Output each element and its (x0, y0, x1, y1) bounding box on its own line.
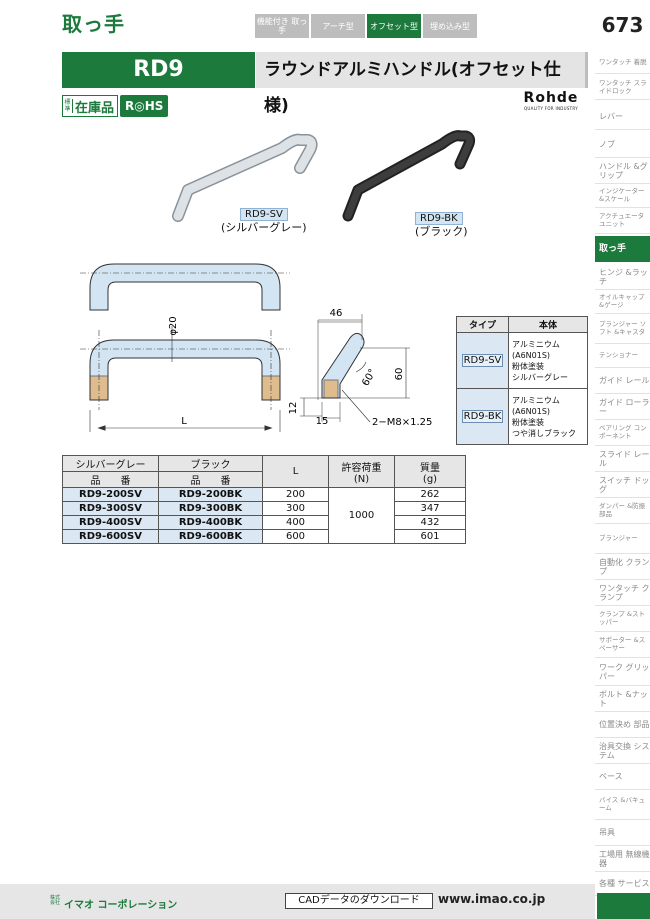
silver-code-label: RD9-SV (240, 202, 288, 221)
sidebar-item-bearing[interactable]: ベアリング コンポーネント (595, 420, 650, 446)
sidebar-item-slide-rail[interactable]: スライド レール (595, 446, 650, 472)
type-code: RD9-BK (461, 410, 504, 423)
sidebar-item-vise[interactable]: バイス &バキューム (595, 790, 650, 820)
sidebar-item-lifting[interactable]: 吊具 (595, 820, 650, 846)
sidebar-item-supporter[interactable]: サポーター &スペーサー (595, 632, 650, 658)
load-header: 許容荷重 (N) (328, 455, 395, 488)
rohs-badge: R◎HS (120, 95, 169, 117)
sidebar-item-clamp-stopper[interactable]: クランプ &ストッパー (595, 606, 650, 632)
L-header: L (262, 455, 329, 488)
sidebar-item-indicator[interactable]: インジケーター &スケール (595, 184, 650, 208)
table-row: RD9-200SV RD9-200BK 200 1000 262 (62, 487, 466, 544)
silver-header: シルバーグレー (62, 455, 159, 472)
dim-12: 12 (288, 402, 299, 415)
sidebar-item-actuator[interactable]: アクチュエータ ユニット (595, 208, 650, 234)
type-table-header: タイプ 本体 (456, 316, 588, 333)
silver-handle-image (172, 133, 318, 222)
sidebar-item-handles[interactable]: 取っ手 (595, 236, 650, 262)
sidebar-item-oilcap[interactable]: オイルキャップ &ゲージ (595, 290, 650, 314)
side-view (300, 314, 410, 423)
type-row-black: RD9-BK アルミニウム (A6N01S) 粉体塗装 つや消しブラック (456, 388, 588, 445)
sidebar-item-base[interactable]: ベース (595, 764, 650, 790)
sidebar-item-hinge-latch[interactable]: ヒンジ &ラッチ (595, 264, 650, 290)
corp-name: イマオ コーポレーション (64, 900, 178, 911)
sidebar-item-onetouch-slidelock[interactable]: ワンタッチ スライドロック (595, 76, 650, 100)
black-header: ブラック (158, 455, 263, 472)
category-title: 取っ手 (62, 12, 125, 36)
dim-L: L (181, 416, 187, 427)
dim-15: 15 (316, 416, 329, 427)
type-header: タイプ (456, 316, 509, 333)
tab-recessed-type[interactable]: 埋め込み型 (423, 14, 477, 38)
spec-table: シルバーグレー ブラック L 許容荷重 (N) 質量 (g) 品 番 品 番 R… (62, 455, 466, 544)
technical-drawing: φ20 L 46 60 12 15 60° 2−M8×1.25 (80, 263, 432, 432)
black-code-label: RD9-BK (415, 206, 463, 225)
body-header: 本体 (508, 316, 588, 333)
sidebar-item-jig-exchange[interactable]: 治具交換 システム (595, 738, 650, 764)
black-partno-header: 品 番 (158, 471, 263, 488)
dim-phi: φ20 (168, 316, 179, 335)
table-row: RD9-300SV RD9-300BK 300 347 (62, 501, 466, 516)
page-number: 673 (595, 8, 650, 42)
sidebar-item-lever[interactable]: レバー (595, 104, 650, 130)
front-view (80, 326, 290, 432)
cad-download-button[interactable]: CADデータのダウンロード (285, 893, 433, 909)
sidebar-item-tensioner[interactable]: テンショナー (595, 344, 650, 368)
dim-60: 60 (394, 368, 405, 381)
sidebar-item-plunger-caster[interactable]: プランジャー ソフト &キャスタ (595, 314, 650, 344)
dim-angle: 60° (360, 367, 378, 388)
table-row: RD9-600SV RD9-600BK 600 601 (62, 529, 466, 544)
tab-offset-type[interactable]: オフセット型 (367, 14, 421, 38)
sidebar-item-auto-clamp[interactable]: 自動化 クランプ (595, 554, 650, 580)
sidebar-item-onetouch-clamp[interactable]: ワンタッチ クランプ (595, 580, 650, 606)
dim-46: 46 (330, 308, 343, 319)
silver-partno-header: 品 番 (62, 471, 159, 488)
mass-header: 質量 (g) (394, 455, 466, 488)
product-name: ラウンドアルミハンドル(オフセット仕様) (256, 52, 588, 116)
brand-tagline: QUALITY FOR INDUSTRY (523, 106, 578, 111)
tab-functional-handle[interactable]: 機能付き 取っ手 (255, 14, 309, 38)
sidebar-item-damper[interactable]: ダンパー &防振部品 (595, 498, 650, 524)
sidebar-item-handle-grip[interactable]: ハンドル &グリップ (595, 158, 650, 184)
table-row: RD9-400SV RD9-400BK 400 432 (62, 515, 466, 530)
sidebar-item-work-gripper[interactable]: ワーク グリッパー (595, 658, 650, 686)
black-handle-image (342, 130, 476, 222)
stock-badge: 標準 在庫品 (62, 95, 119, 117)
product-images (172, 130, 476, 222)
stock-badge-small: 標準 (63, 99, 73, 113)
sidebar-item-wireless[interactable]: 工場用 無線機器 (595, 846, 650, 872)
sidebar-item-guide-rail[interactable]: ガイド レール (595, 368, 650, 394)
sidebar: ワンタッチ 着脱 ワンタッチ スライドロック レバー ノブ ハンドル &グリップ… (595, 46, 650, 919)
header-tabs: 機能付き 取っ手 アーチ型 オフセット型 埋め込み型 (255, 14, 479, 38)
sidebar-item-switch-dog[interactable]: スイッチ ドッグ (595, 472, 650, 498)
footer-accent (597, 893, 650, 919)
sidebar-item-guide-roller[interactable]: ガイド ローラー (595, 394, 650, 420)
brand-name: Rohde (523, 90, 579, 106)
type-body: アルミニウム (A6N01S) 粉体塗装 シルバーグレー (508, 332, 588, 389)
load-value: 1000 (328, 487, 395, 544)
stock-badge-label: 在庫品 (75, 100, 115, 116)
sidebar-item-knob[interactable]: ノブ (595, 132, 650, 158)
sidebar-item-bolt-nut[interactable]: ボルト &ナット (595, 686, 650, 712)
black-color-label: (ブラック) (415, 225, 468, 238)
corp-prefix: 株式会社 (50, 895, 61, 906)
sidebar-item-positioning[interactable]: 位置決め 部品 (595, 712, 650, 738)
type-row-silver: RD9-SV アルミニウム (A6N01S) 粉体塗装 シルバーグレー (456, 332, 588, 389)
website-link[interactable]: www.imao.co.jp (438, 892, 546, 906)
type-code: RD9-SV (461, 354, 504, 367)
brand-logo: Rohde QUALITY FOR INDUSTRY (512, 90, 590, 111)
type-body: アルミニウム (A6N01S) 粉体塗装 つや消しブラック (508, 388, 588, 445)
sidebar-item-onetouch-detach[interactable]: ワンタッチ 着脱 (595, 52, 650, 74)
type-table: タイプ 本体 RD9-SV アルミニウム (A6N01S) 粉体塗装 シルバーグ… (456, 316, 588, 445)
silver-color-label: (シルバーグレー) (221, 221, 307, 234)
dim-thread: 2−M8×1.25 (372, 417, 432, 428)
top-view (80, 263, 290, 311)
sidebar-item-plunger[interactable]: ブランジャー (595, 524, 650, 554)
product-code: RD9 (62, 52, 255, 88)
tab-arch-type[interactable]: アーチ型 (311, 14, 365, 38)
spec-header-row-2: 品 番 品 番 (62, 471, 466, 488)
spec-header-row-1: シルバーグレー ブラック L 許容荷重 (N) 質量 (g) (62, 455, 466, 488)
